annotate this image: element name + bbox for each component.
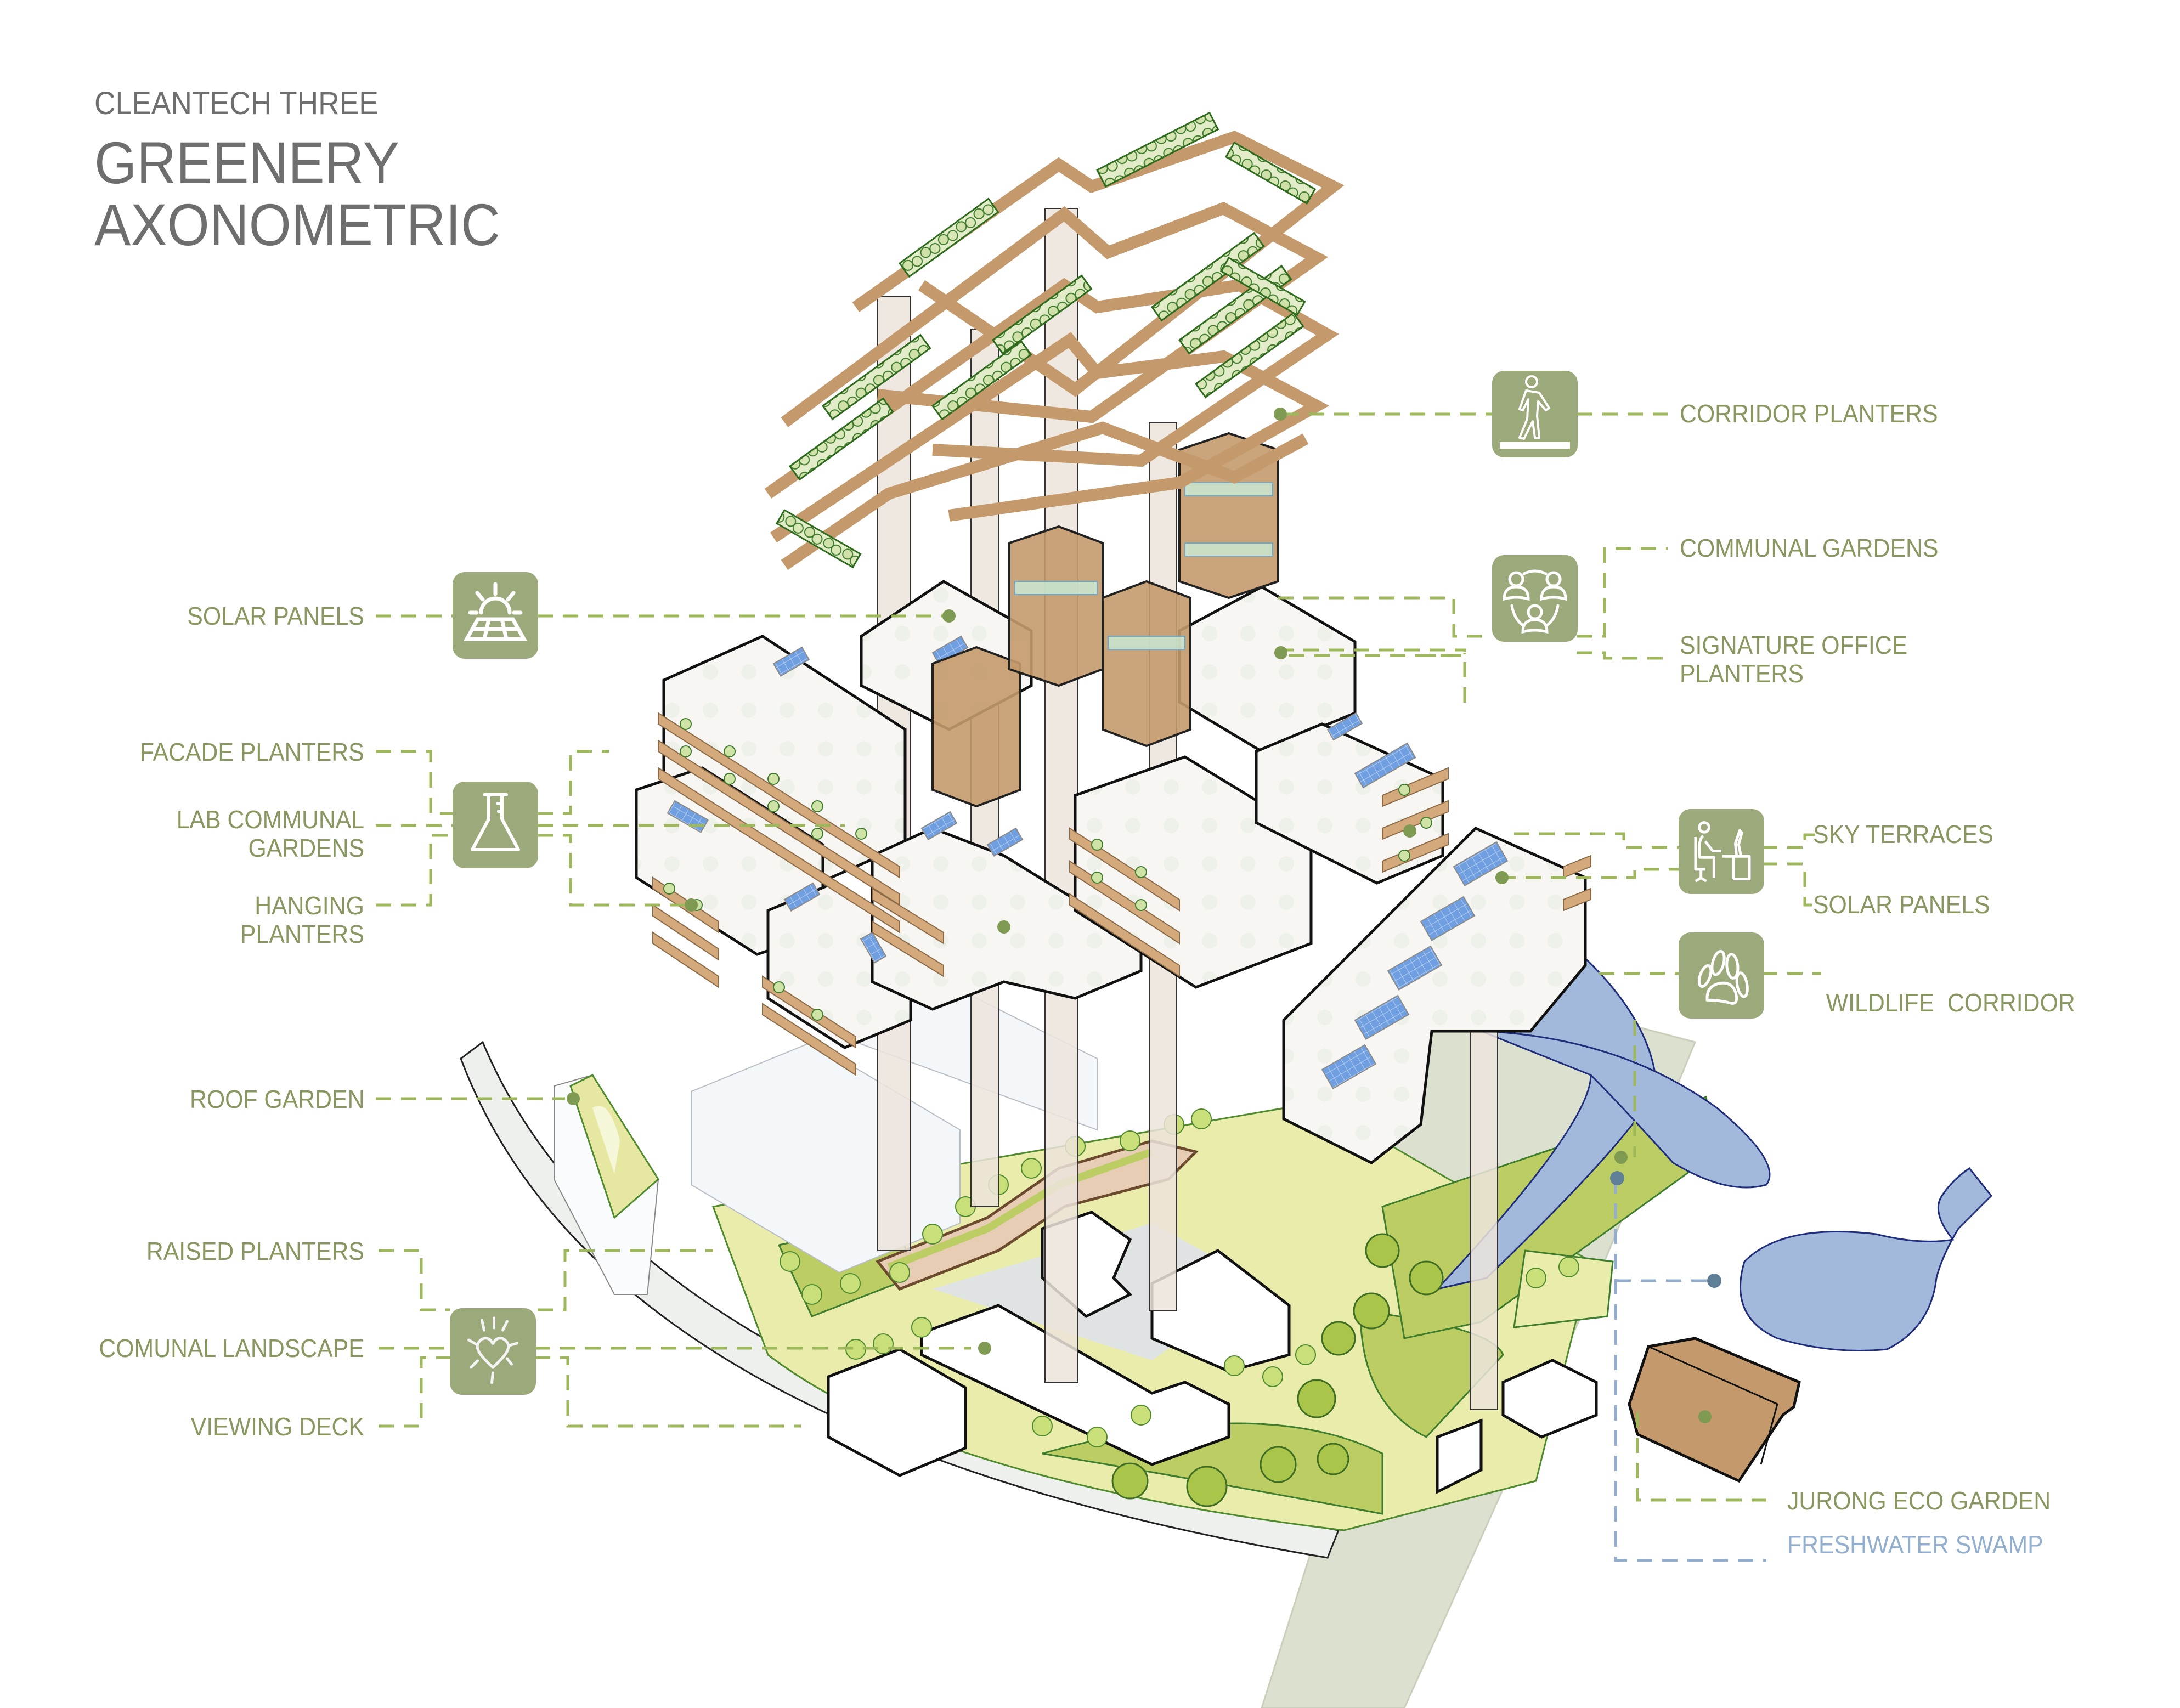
page-title-line-2: AXONOMETRIC (94, 191, 500, 258)
label-hanging-planters: HANGING PLANTERS (240, 891, 364, 948)
pod-planters (1014, 482, 1273, 650)
corridor-hedges (775, 111, 1317, 569)
facade-planter-strips (652, 712, 1591, 1076)
leader-lines-blue (1614, 1178, 1766, 1562)
label-wildlife-corridor: WILDLIFE CORRIDOR (1826, 988, 2075, 1017)
roof-garden-building (554, 1074, 659, 1295)
label-comunal-landscape: COMUNAL LANDSCAPE (99, 1334, 364, 1362)
roof-solar-panels (667, 635, 1509, 1090)
label-solar-panels-left: SOLAR PANELS (187, 602, 364, 630)
label-jurong-eco-garden: JURONG ECO GARDEN (1787, 1486, 2051, 1515)
paw-print-icon (1679, 932, 1764, 1019)
jurong-eco-garden-hut (1628, 1337, 1801, 1483)
label-signature-office-planters: SIGNATURE OFFICE PLANTERS (1680, 631, 1908, 688)
raised-planter-walkway (875, 1139, 1199, 1291)
leader-dots (567, 408, 1721, 1423)
label-viewing-deck: VIEWING DECK (190, 1412, 364, 1441)
label-sky-terraces: SKY TERRACES (1813, 820, 1993, 849)
label-freshwater-swamp: FRESHWATER SWAMP (1787, 1530, 2043, 1559)
label-corridor-planters: CORRIDOR PLANTERS (1680, 399, 1938, 428)
heart-sun-icon (450, 1308, 536, 1395)
label-solar-panels-right: SOLAR PANELS (1813, 890, 1990, 919)
community-people-icon (1492, 555, 1578, 642)
solar-panel-icon (453, 572, 538, 659)
label-roof-garden: ROOF GARDEN (189, 1085, 364, 1113)
label-raised-planters: RAISED PLANTERS (146, 1237, 364, 1265)
trees (780, 1108, 1579, 1507)
label-facade-planters: FACADE PLANTERS (140, 738, 364, 766)
label-communal-gardens: COMMUNAL GARDENS (1680, 534, 1939, 562)
project-subtitle: CLEANTECH THREE (94, 86, 379, 121)
corridor-planter-frames (764, 131, 1345, 570)
label-lab-communal-gardens: LAB COMMUNAL GARDENS (176, 805, 364, 862)
walking-person-icon (1492, 371, 1578, 457)
title-block: CLEANTECH THREE GREENERY AXONOMETRIC (94, 88, 535, 256)
page-title-line-1: GREENERY (94, 129, 399, 196)
person-at-desk-icon (1679, 809, 1764, 894)
flask-icon (453, 782, 538, 868)
freshwater-swamp-water (1434, 942, 1993, 1351)
ground-pavilions (827, 1211, 1598, 1495)
leader-lines-green (376, 412, 1821, 1502)
